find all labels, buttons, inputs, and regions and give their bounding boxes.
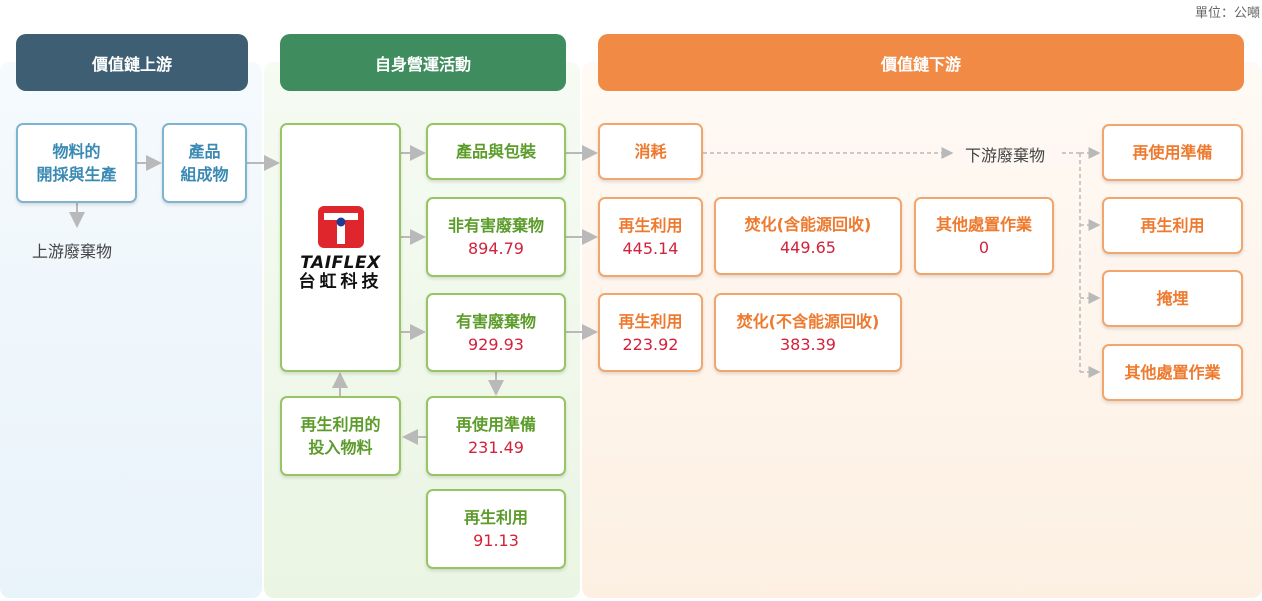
nh-other-value: 0	[978, 238, 990, 257]
components-box: 產品 組成物	[162, 123, 247, 203]
option-recycling-box: 再生利用	[1102, 197, 1243, 254]
nh-incineration-box: 焚化(含能源回收) 449.65	[714, 197, 902, 275]
recycling-box: 再生利用 91.13	[426, 489, 566, 569]
taiflex-logo-box: TAIFLEX 台虹科技	[280, 123, 401, 372]
h-recycling-label: 再生利用	[618, 311, 683, 331]
non-hazardous-label: 非有害廢棄物	[447, 216, 544, 235]
h-recycling-value: 223.92	[622, 334, 679, 354]
nh-other-box: 其他處置作業 0	[914, 197, 1054, 275]
taiflex-logo-icon	[317, 205, 364, 248]
nh-recycling-label: 再生利用	[618, 216, 683, 235]
option-recycling-label: 再生利用	[1140, 216, 1205, 235]
recycled-input-box: 再生利用的 投入物料	[280, 396, 401, 476]
materials-label: 物料的 開採與生產	[36, 142, 117, 184]
non-hazardous-box: 非有害廢棄物 894.79	[426, 197, 566, 277]
option-reuse-prep-box: 再使用準備	[1102, 124, 1243, 181]
materials-box: 物料的 開採與生產	[16, 123, 137, 203]
nh-recycling-value: 445.14	[622, 239, 679, 258]
header-operations: 自身營運活動	[280, 34, 566, 91]
reuse-prep-value: 231.49	[468, 438, 524, 457]
downstream-waste-label: 下游廢棄物	[965, 146, 1046, 165]
upstream-waste-label: 上游廢棄物	[32, 242, 113, 261]
option-landfill-box: 掩埋	[1102, 270, 1243, 327]
h-incineration-value: 383.39	[780, 334, 836, 354]
hazardous-label: 有害廢棄物	[455, 311, 536, 331]
recycling-label: 再生利用	[463, 508, 528, 527]
recycled-input-label: 再生利用的 投入物料	[300, 415, 381, 457]
header-downstream: 價值鏈下游	[598, 34, 1244, 91]
nh-incineration-label: 焚化(含能源回收)	[744, 215, 872, 234]
consumption-label: 消耗	[634, 142, 667, 161]
option-landfill-label: 掩埋	[1156, 289, 1189, 308]
products-label: 產品與包裝	[455, 142, 536, 161]
components-label: 產品 組成物	[180, 142, 229, 184]
nh-other-label: 其他處置作業	[935, 215, 1032, 234]
option-other-box: 其他處置作業	[1102, 344, 1243, 401]
hazardous-box: 有害廢棄物 929.93	[426, 293, 566, 372]
option-other-label: 其他處置作業	[1124, 363, 1221, 382]
h-incineration-label: 焚化(不含能源回收)	[736, 311, 880, 331]
option-reuse-prep-label: 再使用準備	[1132, 143, 1213, 162]
hazardous-value: 929.93	[468, 334, 524, 354]
nh-recycling-box: 再生利用 445.14	[598, 197, 703, 277]
non-hazardous-value: 894.79	[468, 239, 524, 258]
h-recycling-box: 再生利用 223.92	[598, 293, 703, 372]
logo-cn: 台虹科技	[298, 271, 383, 292]
unit-label: 單位：公噸	[1194, 6, 1260, 21]
products-box: 產品與包裝	[426, 123, 566, 180]
reuse-prep-box: 再使用準備 231.49	[426, 396, 566, 476]
reuse-prep-label: 再使用準備	[455, 415, 536, 434]
consumption-box: 消耗	[598, 123, 703, 180]
header-upstream: 價值鏈上游	[16, 34, 248, 91]
recycling-value: 91.13	[473, 531, 519, 550]
nh-incineration-value: 449.65	[780, 238, 836, 257]
logo-mark: TAIFLEX	[300, 252, 381, 273]
h-incineration-box: 焚化(不含能源回收) 383.39	[714, 293, 902, 372]
